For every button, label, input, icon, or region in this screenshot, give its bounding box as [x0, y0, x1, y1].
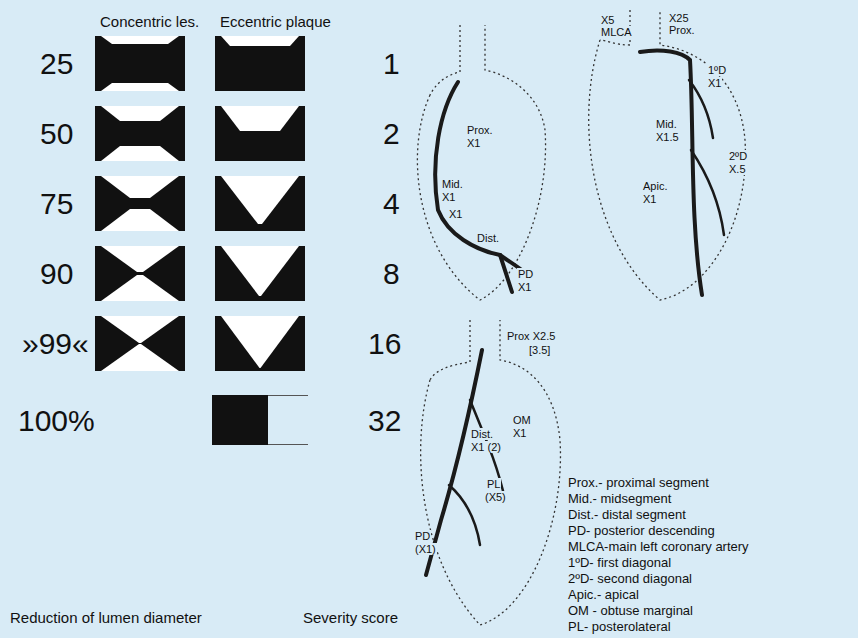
abbreviation: PL- posterolateral [568, 620, 671, 634]
weight-factor: X1 [466, 137, 481, 149]
weight-factor: X1 [441, 191, 456, 203]
severity-score: 4 [383, 187, 400, 220]
segment-label: Mid. [441, 178, 464, 190]
weight-factor: [3.5] [528, 344, 551, 356]
lumen-shape [101, 83, 179, 91]
lumen-shape [101, 246, 179, 272]
segment-label: 1ºD [707, 64, 727, 76]
segment-label: PD [414, 530, 431, 542]
weight-factor: X1 (2) [470, 441, 502, 453]
segment-label: Apic. [642, 180, 668, 192]
lumen-shape [101, 176, 179, 198]
severity-score: 1 [383, 47, 400, 80]
lumen-shape [221, 176, 299, 224]
axis-caption: Reduction of lumen diameter [10, 610, 202, 627]
lumen-shape [221, 246, 299, 296]
heart-outline [417, 10, 745, 625]
lumen-shape [221, 316, 299, 368]
axis-caption: Severity score [303, 610, 398, 627]
vessel-wall [95, 246, 185, 301]
stenosis-percent: 25 [40, 47, 73, 80]
segment-label: Prox X2.5 [506, 330, 556, 342]
lesion-shapes [95, 36, 305, 371]
segment-label: Dist. [476, 232, 500, 244]
vessel-wall [215, 316, 305, 371]
lumen-shape [101, 36, 179, 44]
lumen-shape [101, 344, 179, 371]
lumen-shape [101, 209, 179, 231]
lumen-shape [101, 316, 179, 343]
vessel-wall [215, 246, 305, 301]
abbreviation: 2ºD- second diagonal [568, 572, 692, 586]
abbreviation: Prox.- proximal segment [568, 476, 709, 490]
weight-factor: X1 [512, 427, 527, 439]
coronary-vessels [426, 50, 724, 575]
vessel-wall [95, 316, 185, 371]
segment-label: Prox. [466, 124, 494, 136]
column-heading: Concentric les. [100, 14, 199, 31]
segment-label: PD [517, 268, 534, 280]
segment-label: Prox. [668, 24, 696, 36]
vessel-wall [95, 106, 185, 161]
weight-factor: X1 [707, 77, 722, 89]
lumen-shape [101, 106, 179, 121]
segment-label: Mid. [655, 118, 678, 130]
vessel-wall [95, 36, 185, 91]
segment-label: MLCA [600, 26, 633, 38]
segment-label: Dist. [470, 428, 494, 440]
abbreviation: Apic.- apical [568, 588, 639, 602]
weight-factor: X1.5 [655, 131, 680, 143]
stenosis-percent: 100% [18, 404, 95, 437]
vessel-wall [215, 36, 305, 91]
stenosis-percent: 75 [40, 187, 73, 220]
abbreviation: Mid.- midsegment [568, 492, 671, 506]
abbreviation: Dist.- distal segment [568, 508, 686, 522]
occlusion-symbol [212, 395, 308, 445]
segment-label: 2ºD [728, 150, 748, 162]
weight-factor: X.5 [728, 163, 747, 175]
abbreviation: MLCA-main left coronary artery [568, 540, 749, 554]
abbreviation: OM - obtuse marginal [568, 604, 693, 618]
lumen-shape [221, 106, 299, 131]
stenosis-percent: 90 [40, 257, 73, 290]
weight-factor: (X5) [484, 491, 507, 503]
abbreviation: 1ºD- first diagonal [568, 556, 671, 570]
vessel-wall [95, 176, 185, 231]
lumen-shape [101, 275, 179, 301]
column-heading: Eccentric plaque [220, 14, 331, 31]
lumen-shape [221, 36, 299, 46]
segment-label: OM [512, 414, 532, 426]
severity-score: 2 [383, 117, 400, 150]
stenosis-percent: »99« [22, 327, 89, 360]
vessel-wall [215, 176, 305, 231]
lumen-shape [101, 146, 179, 161]
severity-score: 32 [368, 404, 401, 437]
weight-factor: X5 [600, 14, 615, 26]
stenosis-percent: 50 [40, 117, 73, 150]
weight-factor: X25 [668, 12, 690, 24]
segment-label: PL [486, 478, 501, 490]
weight-factor: X1 [517, 281, 532, 293]
severity-score: 8 [383, 257, 400, 290]
severity-score: 16 [368, 327, 401, 360]
weight-factor: (X1) [414, 543, 437, 555]
weight-factor: X1 [642, 193, 657, 205]
abbreviation: PD- posterior descending [568, 524, 715, 538]
weight-factor: X1 [448, 208, 463, 220]
vessel-wall [215, 106, 305, 161]
